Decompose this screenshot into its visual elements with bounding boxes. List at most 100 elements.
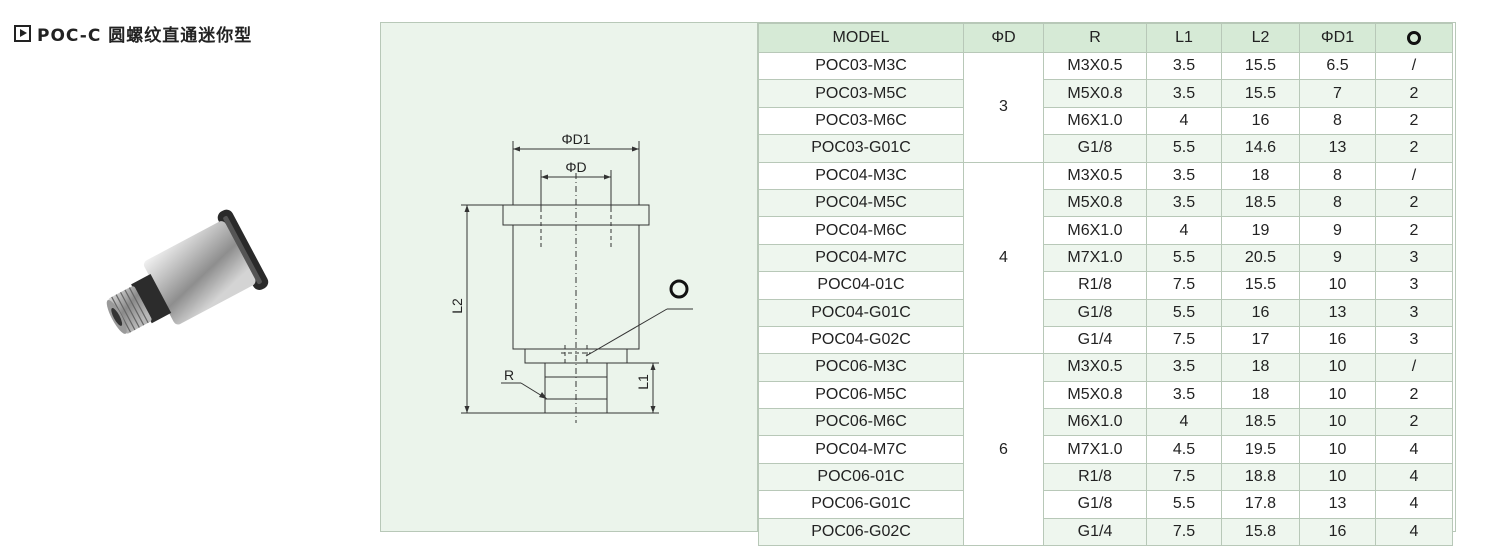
l1-cell: 3.5 [1146, 380, 1222, 410]
technical-drawing: ΦD1 ΦD L2 L1 R [449, 131, 693, 423]
model-cell: POC06-M5C [758, 380, 964, 410]
l2-cell: 20.5 [1221, 243, 1300, 273]
model-cell: POC03-G01C [758, 134, 964, 163]
l2-cell: 19.5 [1221, 435, 1300, 464]
d1-cell: 10 [1299, 435, 1376, 464]
model-cell: POC06-M3C [758, 353, 964, 382]
l2-cell: 18 [1221, 353, 1300, 382]
model-cell: POC04-M6C [758, 216, 964, 245]
r-cell: G1/8 [1043, 134, 1147, 163]
l1-cell: 7.5 [1146, 325, 1222, 355]
r-cell: M3X0.5 [1043, 51, 1147, 81]
section-title: POC-C 圆螺纹直通迷你型 [14, 22, 252, 46]
play-icon [14, 24, 31, 42]
d1-cell: 10 [1299, 380, 1376, 410]
l1-cell: 4.5 [1146, 435, 1222, 464]
l2-cell: 15.5 [1221, 79, 1300, 108]
l1-cell: 5.5 [1146, 243, 1222, 273]
l1-cell: 4 [1146, 216, 1222, 245]
o-ring-cell: 4 [1375, 490, 1453, 519]
model-cell: POC04-M7C [758, 435, 964, 464]
l2-cell: 15.5 [1221, 51, 1300, 81]
l1-cell: 3.5 [1146, 188, 1222, 218]
l1-cell: 4 [1146, 106, 1222, 136]
model-cell: POC04-M7C [758, 243, 964, 273]
r-cell: M6X1.0 [1043, 408, 1147, 437]
r-cell: R1/8 [1043, 462, 1147, 492]
model-cell: POC06-G01C [758, 490, 964, 519]
o-ring-cell: / [1375, 161, 1453, 190]
dim-label-r: R [504, 367, 514, 383]
model-cell: POC04-G01C [758, 298, 964, 327]
l1-cell: 5.5 [1146, 134, 1222, 163]
r-cell: M6X1.0 [1043, 106, 1147, 136]
l1-cell: 3.5 [1146, 353, 1222, 382]
r-cell: M5X0.8 [1043, 188, 1147, 218]
l1-cell: 7.5 [1146, 462, 1222, 492]
d-cell: 4 [963, 161, 1044, 355]
dim-label-d1: ΦD1 [561, 131, 590, 147]
l2-cell: 18 [1221, 380, 1300, 410]
l1-cell: 5.5 [1146, 298, 1222, 327]
l1-cell: 5.5 [1146, 490, 1222, 519]
r-cell: M6X1.0 [1043, 216, 1147, 245]
l2-cell: 19 [1221, 216, 1300, 245]
l2-cell: 18.5 [1221, 408, 1300, 437]
header-d: ΦD [963, 23, 1044, 53]
r-cell: M7X1.0 [1043, 243, 1147, 273]
dim-label-l2: L2 [449, 298, 465, 314]
model-cell: POC03-M6C [758, 106, 964, 136]
technical-drawing-area: ΦD1 ΦD L2 L1 R [381, 23, 758, 531]
l2-cell: 18 [1221, 161, 1300, 190]
dim-label-d: ΦD [565, 159, 586, 175]
table-header-row: MODEL ΦD R L1 L2 ΦD1 [758, 23, 1453, 53]
dim-label-l1: L1 [635, 374, 651, 390]
l2-cell: 17 [1221, 325, 1300, 355]
model-cell: POC04-M3C [758, 161, 964, 190]
header-model: MODEL [758, 23, 964, 53]
l1-cell: 7.5 [1146, 517, 1222, 547]
r-cell: M5X0.8 [1043, 79, 1147, 108]
r-cell: M5X0.8 [1043, 380, 1147, 410]
header-l1: L1 [1146, 23, 1222, 53]
model-cell: POC06-01C [758, 462, 964, 492]
l2-cell: 15.5 [1221, 271, 1300, 300]
d1-cell: 9 [1299, 216, 1376, 245]
o-ring-cell: 2 [1375, 408, 1453, 437]
l1-cell: 3.5 [1146, 161, 1222, 190]
l2-cell: 15.8 [1221, 517, 1300, 547]
d1-cell: 16 [1299, 325, 1376, 355]
r-cell: M3X0.5 [1043, 161, 1147, 190]
o-ring-cell: 2 [1375, 188, 1453, 218]
o-ring-cell: 4 [1375, 517, 1453, 547]
l2-cell: 18.8 [1221, 462, 1300, 492]
model-cell: POC03-M3C [758, 51, 964, 81]
model-cell: POC04-M5C [758, 188, 964, 218]
o-ring-cell: 2 [1375, 380, 1453, 410]
d1-cell: 8 [1299, 188, 1376, 218]
l2-cell: 16 [1221, 106, 1300, 136]
o-ring-cell: / [1375, 353, 1453, 382]
l2-cell: 16 [1221, 298, 1300, 327]
model-cell: POC06-G02C [758, 517, 964, 547]
d1-cell: 9 [1299, 243, 1376, 273]
o-ring-cell: / [1375, 51, 1453, 81]
l2-cell: 18.5 [1221, 188, 1300, 218]
d1-cell: 13 [1299, 490, 1376, 519]
o-ring-icon [1407, 30, 1421, 45]
o-ring-cell: 3 [1375, 298, 1453, 327]
o-ring-cell: 2 [1375, 106, 1453, 136]
